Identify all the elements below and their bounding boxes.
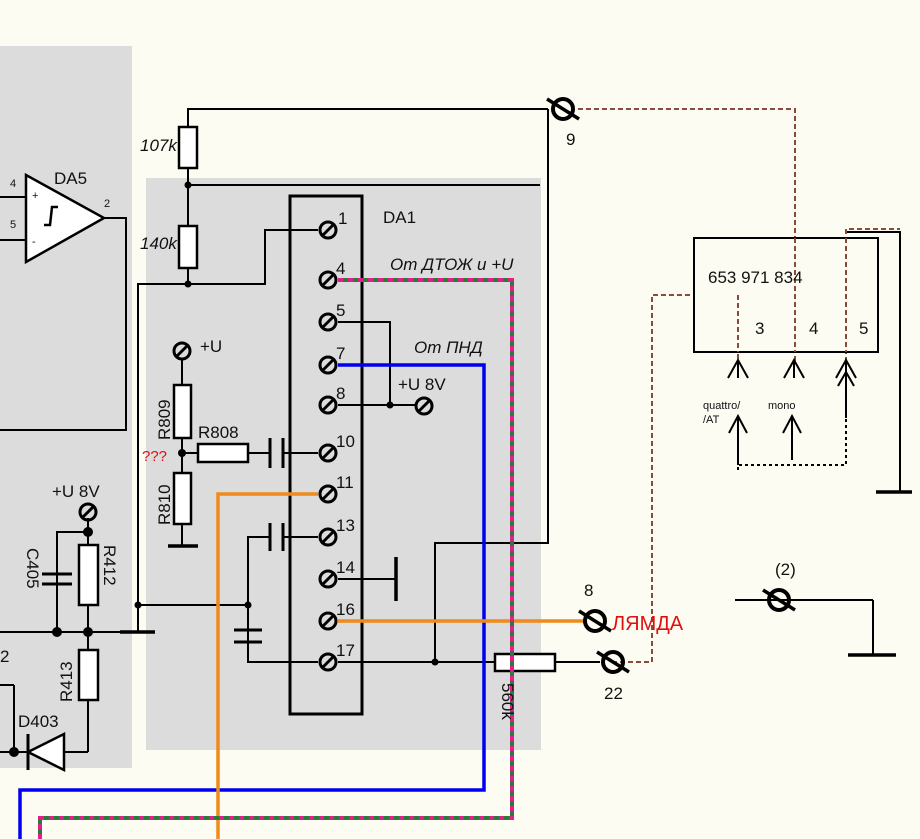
opamp-pin-2: 2 <box>104 198 110 210</box>
label-plus-u-8v-right: +U 8V <box>398 375 446 394</box>
connector-pin-4: 4 <box>809 319 818 338</box>
terminal-8-label: 8 <box>584 581 593 600</box>
ic-pin-5: 5 <box>336 301 345 320</box>
dashed-brown-wires <box>578 108 900 663</box>
opamp-pin-5: 5 <box>10 219 16 231</box>
label-quattro: quattro/ <box>703 400 741 412</box>
label-plus-u: +U <box>200 337 222 356</box>
ic-pin-14: 14 <box>336 558 355 577</box>
connector-pin-5: 5 <box>859 319 868 338</box>
label-r810: R810 <box>155 484 174 525</box>
ic-pin-1: 1 <box>338 209 347 228</box>
main-panel <box>146 178 541 750</box>
diode-d403 <box>25 731 66 773</box>
label-plus-u-8v-left: +U 8V <box>52 482 100 501</box>
label-edge-2: 2 <box>0 647 9 666</box>
orange-wire-pin11 <box>216 492 318 839</box>
ic-pin-7: 7 <box>336 344 345 363</box>
connector-arrows <box>727 357 857 434</box>
terminal-2-label: (2) <box>775 560 796 579</box>
ic-pin-10: 10 <box>336 432 355 451</box>
label-r413: R413 <box>57 661 76 702</box>
opamp-plus: + <box>32 190 38 202</box>
resistors <box>77 125 557 702</box>
dotted-bridge <box>737 418 847 470</box>
label-lambda: ЛЯМДА <box>612 613 684 635</box>
terminal-9-label: 9 <box>566 130 575 149</box>
label-107k: 107k <box>140 136 178 155</box>
ic-pin-13: 13 <box>336 516 355 535</box>
ic-pin-4: 4 <box>336 259 345 278</box>
ic-pin-11: 11 <box>336 473 354 492</box>
capacitors <box>42 438 285 644</box>
label-quattro-at: /AT <box>703 414 720 426</box>
junction-dots <box>9 181 439 757</box>
ic-pin-16: 16 <box>336 600 355 619</box>
label-d403: D403 <box>18 712 59 731</box>
blue-wire <box>18 363 486 839</box>
ic-da1-body <box>288 194 364 716</box>
opamp-minus: - <box>32 236 36 248</box>
opamp-pin-4: 4 <box>10 178 16 190</box>
ic-pin-8: 8 <box>336 384 345 403</box>
label-r412: R412 <box>100 545 119 586</box>
left-panel <box>0 46 132 768</box>
connector-housing <box>693 237 879 353</box>
label-c405: C405 <box>23 548 42 589</box>
pink-wire <box>38 278 514 839</box>
label-r808: R808 <box>198 423 239 442</box>
label-unknown: ??? <box>142 448 167 465</box>
label-r809: R809 <box>155 399 174 440</box>
label-from-pnd: От ПНД <box>414 338 483 357</box>
label-from-dtoj: От ДТОЖ и +U <box>390 255 514 274</box>
connector-part-number: 653 971 834 <box>708 268 803 287</box>
ic-title: DA1 <box>383 208 416 227</box>
label-560k: 560k <box>498 683 517 720</box>
label-mono: mono <box>768 400 796 412</box>
opamp-da5 <box>24 172 107 265</box>
opamp-title: DA5 <box>54 169 87 188</box>
connector-pin-3: 3 <box>755 319 764 338</box>
terminal-22-label: 22 <box>604 684 623 703</box>
label-140k: 140k <box>140 234 178 253</box>
ic-pin-17: 17 <box>336 641 355 660</box>
